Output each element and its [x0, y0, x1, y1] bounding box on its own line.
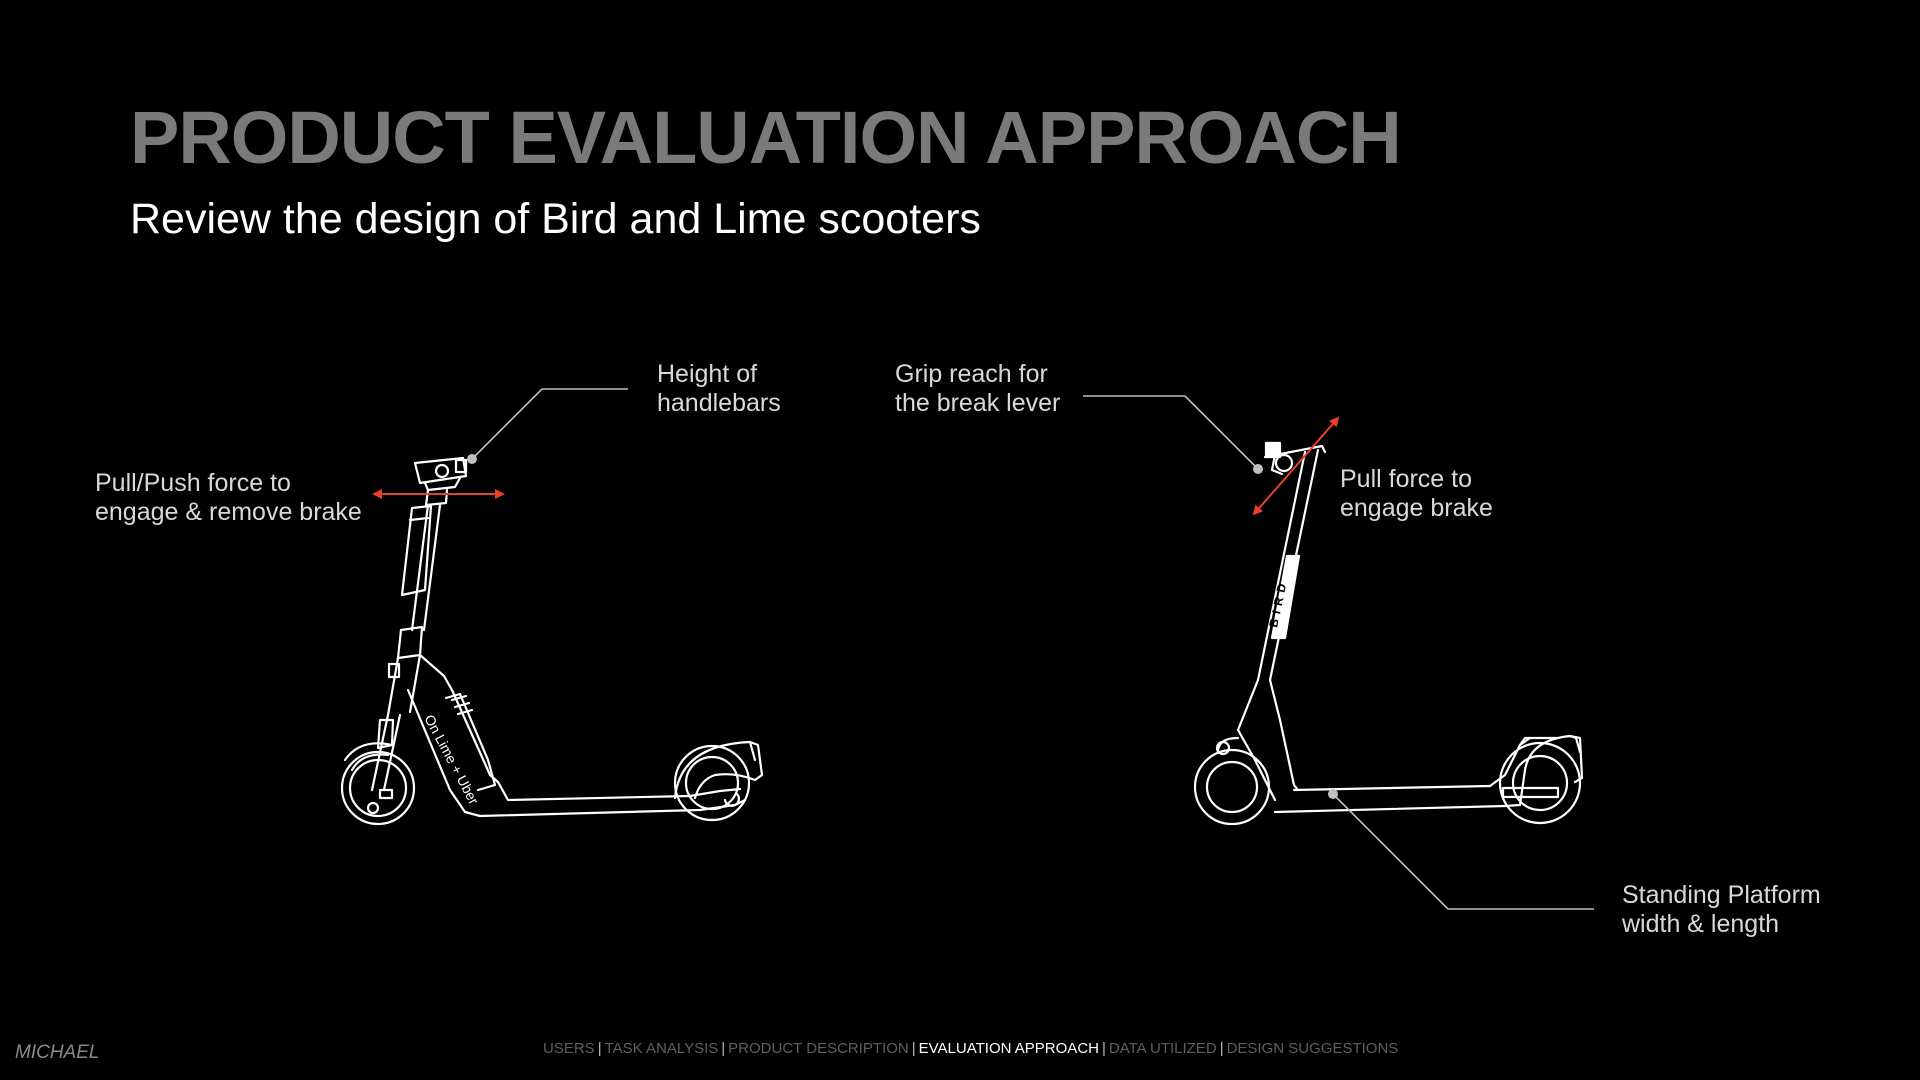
author-name: MICHAEL [15, 1042, 100, 1063]
lime-scooter [340, 456, 764, 826]
pull-brake-label: Pull force to engage brake [1340, 465, 1493, 522]
slide-title: PRODUCT EVALUATION APPROACH [130, 96, 1402, 179]
slide-subtitle: Review the design of Bird and Lime scoot… [130, 195, 981, 243]
nav-item-evaluation-approach[interactable]: EVALUATION APPROACH [918, 1040, 1099, 1057]
nav-separator: | [1219, 1040, 1224, 1057]
handlebar-height-leader [467, 388, 628, 464]
nav-item-data-utilized[interactable]: DATA UTILIZED [1108, 1040, 1217, 1057]
nav-item-task-analysis[interactable]: TASK ANALYSIS [604, 1040, 719, 1057]
nav-item-product-description[interactable]: PRODUCT DESCRIPTION [728, 1040, 909, 1057]
section-nav: USERS|TASK ANALYSIS|PRODUCT DESCRIPTION|… [543, 1040, 1398, 1057]
nav-separator: | [597, 1040, 602, 1057]
pull-force-arrow [1252, 416, 1340, 516]
nav-separator: | [721, 1040, 726, 1057]
platform-label: Standing Platform width & length [1622, 881, 1821, 938]
nav-item-design-suggestions[interactable]: DESIGN SUGGESTIONS [1226, 1040, 1399, 1057]
grip-reach-leader [1083, 395, 1263, 474]
nav-separator: | [911, 1040, 916, 1057]
handlebar-height-label: Height of handlebars [657, 360, 781, 417]
push-pull-brake-label: Pull/Push force to engage & remove brake [95, 469, 362, 526]
platform-leader [1328, 789, 1594, 910]
nav-separator: | [1101, 1040, 1106, 1057]
grip-reach-label: Grip reach for the break lever [895, 360, 1061, 417]
nav-item-users[interactable]: USERS [543, 1040, 595, 1057]
